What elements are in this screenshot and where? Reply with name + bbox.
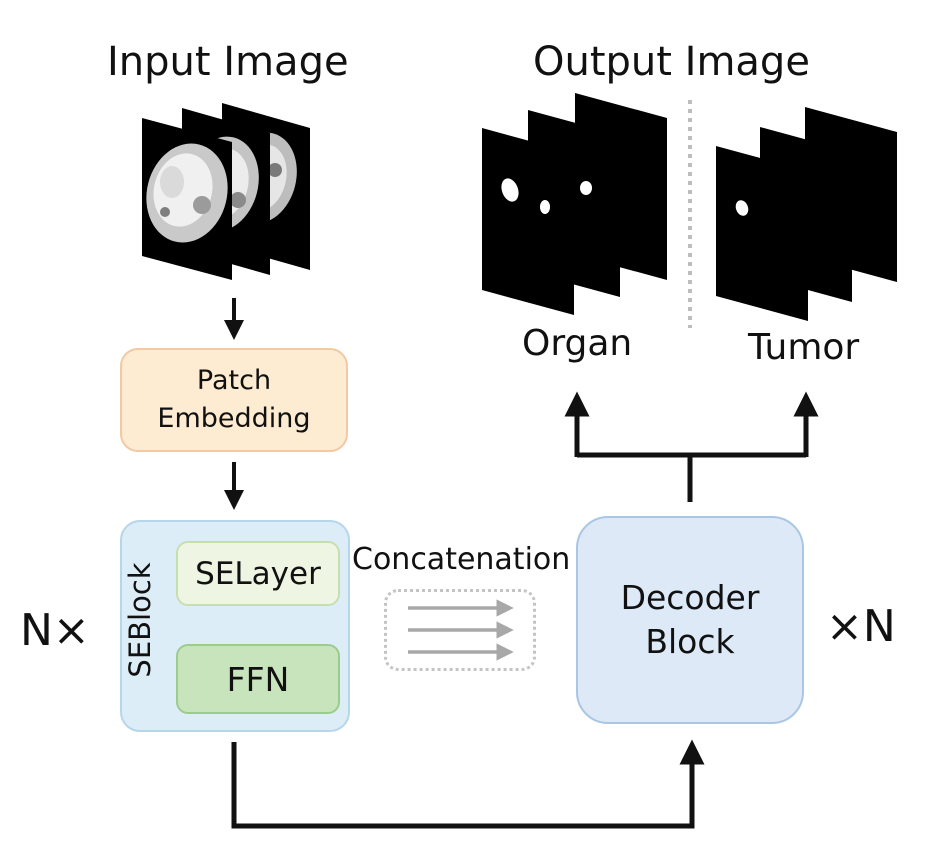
patch-embedding-box: Patch Embedding bbox=[120, 348, 348, 452]
decoder-line2: Block bbox=[645, 622, 735, 661]
patch-embedding-line2: Embedding bbox=[157, 403, 311, 434]
organ-output-slices bbox=[482, 93, 667, 315]
concat-arrows bbox=[408, 599, 514, 661]
repeat-right-label: ×N bbox=[826, 601, 896, 652]
output-image-title: Output Image bbox=[533, 39, 810, 85]
organ-label: Organ bbox=[522, 323, 633, 364]
repeat-left-label: N× bbox=[20, 605, 90, 656]
input-image-title: Input Image bbox=[107, 39, 349, 85]
concatenation-box bbox=[384, 589, 536, 671]
patch-embedding-line1: Patch bbox=[196, 365, 272, 396]
arrow-decoder-to-outputs bbox=[564, 391, 819, 502]
input-ct-slices bbox=[142, 103, 310, 280]
arrow-encoder-to-decoder bbox=[231, 739, 705, 829]
ct-slice-front bbox=[142, 118, 232, 280]
decoder-line1: Decoder bbox=[620, 578, 760, 617]
ffn-box: FFN bbox=[176, 644, 340, 714]
decoder-block-box: Decoder Block bbox=[576, 516, 804, 724]
selayer-box: SELayer bbox=[176, 541, 340, 606]
tumor-label: Tumor bbox=[748, 327, 860, 368]
seblock-label: SEBlock bbox=[123, 562, 157, 678]
concatenation-label: Concatenation bbox=[352, 542, 571, 577]
tumor-output-slices bbox=[716, 107, 897, 321]
